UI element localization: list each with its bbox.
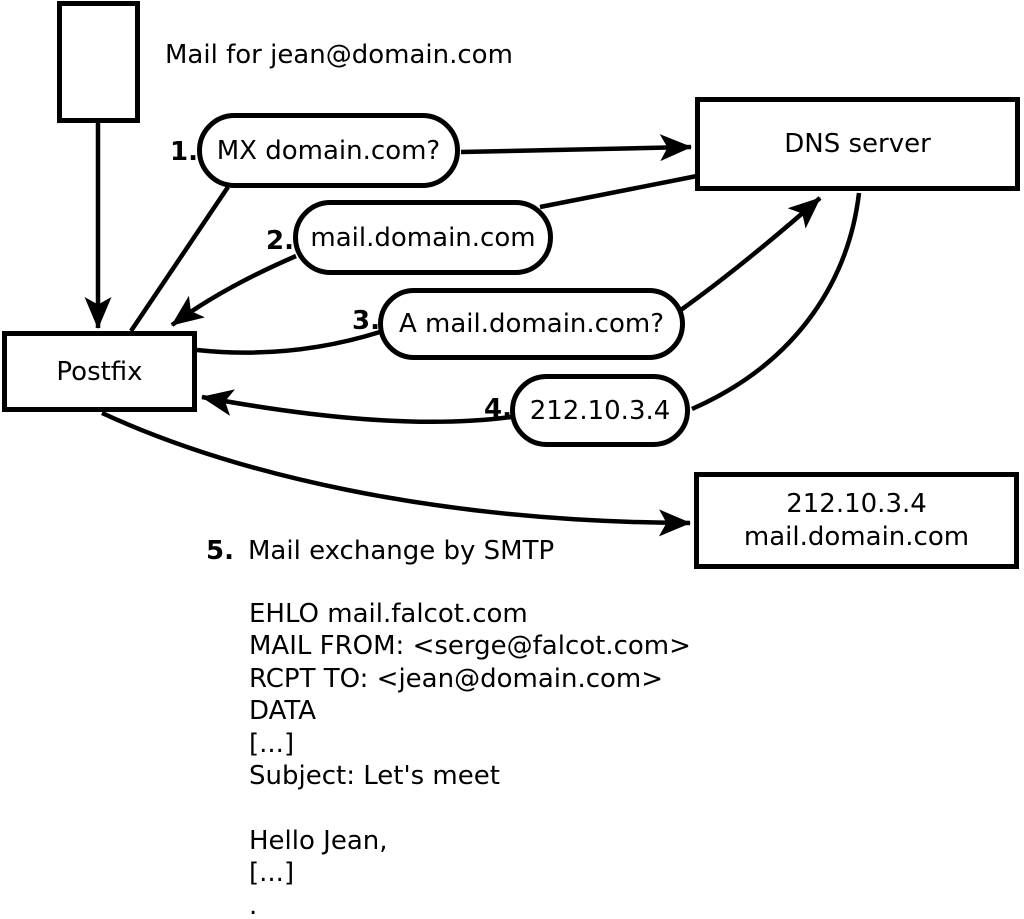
arrow-a-answer-to-postfix (201, 389, 512, 425)
step-number-2: 2. (266, 226, 294, 256)
step-number-3: 3. (352, 306, 380, 336)
answer-pill-mx: mail.domain.com (293, 200, 553, 275)
line-postfix-to-mx-query (129, 185, 230, 333)
step-number-5: 5. (206, 536, 234, 566)
answer-pill-a-label: 212.10.3.4 (529, 395, 671, 426)
step-5-label: Mail exchange by SMTP (248, 536, 555, 566)
dns-server-node: DNS server (695, 97, 1020, 191)
step-number-1: 1. (170, 137, 198, 167)
postfix-node: Postfix (2, 331, 197, 412)
query-pill-mx-label: MX domain.com? (216, 135, 441, 166)
destination-ip: 212.10.3.4 (786, 488, 927, 519)
query-pill-a: A mail.domain.com? (378, 288, 685, 360)
postfix-label: Postfix (56, 356, 143, 387)
answer-pill-a: 212.10.3.4 (510, 374, 690, 447)
answer-pill-mx-label: mail.domain.com (310, 222, 536, 253)
arrow-a-query-to-dns (676, 196, 822, 314)
arrow-postfix-to-destination (101, 410, 691, 537)
query-pill-a-label: A mail.domain.com? (399, 309, 664, 339)
line-dns-to-mx-answer (539, 173, 698, 210)
destination-server-node: 212.10.3.4 mail.domain.com (694, 472, 1019, 569)
dns-server-label: DNS server (784, 129, 931, 159)
line-dns-to-a-answer (691, 192, 862, 412)
destination-hostname: mail.domain.com (743, 521, 970, 552)
mail-message-icon (57, 1, 140, 123)
arrow-mx-query-to-dns (460, 134, 692, 162)
query-pill-mx: MX domain.com? (197, 113, 460, 188)
mail-note-label: Mail for jean@domain.com (165, 40, 513, 70)
line-postfix-to-a-query (196, 329, 381, 355)
step-number-4: 4. (484, 394, 512, 424)
arrow-mx-answer-to-postfix (170, 253, 297, 327)
smtp-session-transcript: EHLO mail.falcot.com MAIL FROM: <serge@f… (249, 599, 691, 919)
